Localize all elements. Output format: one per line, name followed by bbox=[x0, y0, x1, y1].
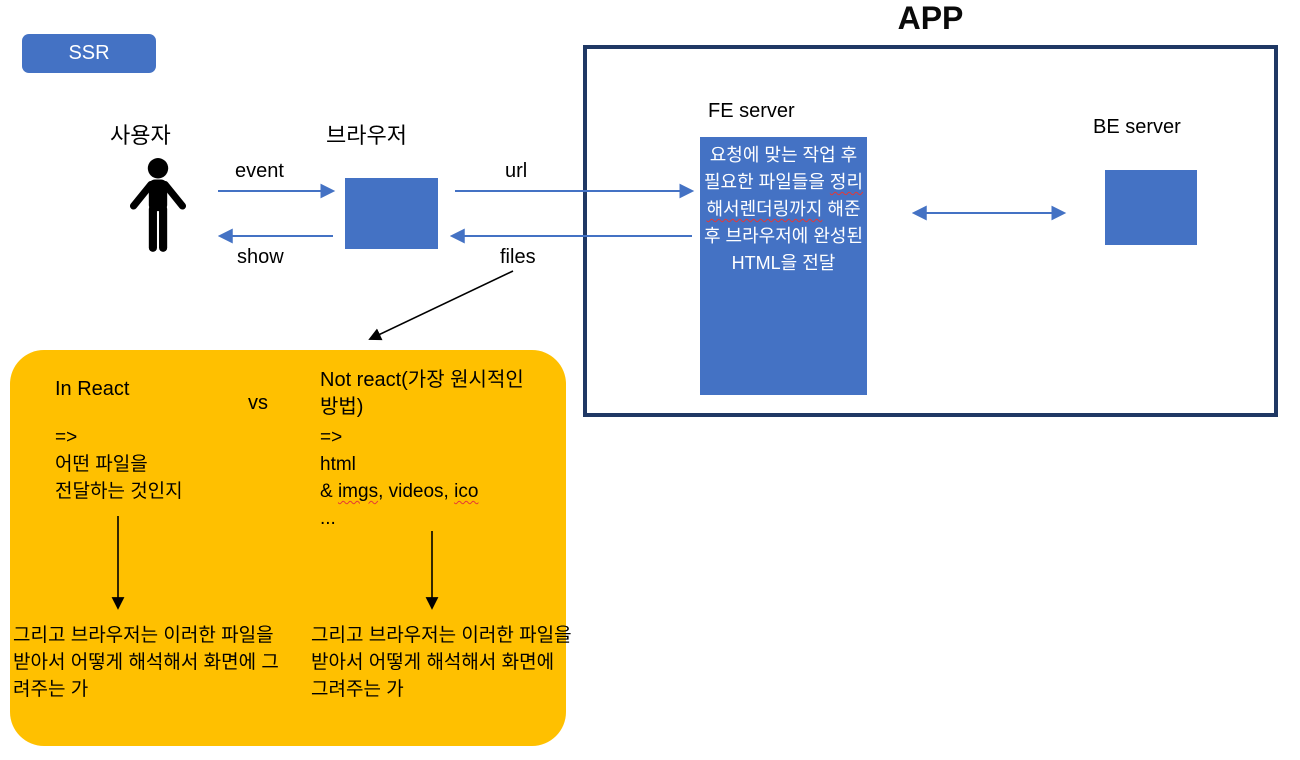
fe-server-text-wavy: 정리해서렌더링까지 bbox=[706, 172, 864, 219]
event-label: event bbox=[235, 160, 284, 182]
ssr-badge: SSR bbox=[22, 34, 156, 73]
app-title: APP bbox=[897, 0, 964, 36]
note-right-bottom-text: 그리고 브라우저는 이러한 파일을 받아서 어떻게 해석해서 화면에 그려주는 … bbox=[311, 625, 572, 700]
note-right-line1: html bbox=[320, 454, 356, 475]
app-frame bbox=[583, 45, 1278, 417]
be-server-box bbox=[1105, 170, 1197, 245]
note-left-arrow-symbol: => bbox=[55, 427, 78, 448]
fe-server-box: 요청에 맞는 작업 후 필요한 파일들을 정리해서렌더링까지 해준 후 브라우저… bbox=[700, 137, 867, 395]
browser-box bbox=[345, 178, 438, 249]
note-left-line1: 어떤 파일을 bbox=[55, 454, 148, 475]
fe-server-text-part1: 요청에 맞는 작업 후 필요한 파일들을 bbox=[703, 145, 858, 192]
person-icon bbox=[118, 156, 198, 263]
note-left-column: => 어떤 파일을 전달하는 것인지 bbox=[55, 424, 255, 505]
files-label: files bbox=[500, 246, 536, 268]
note-right-line2: & imgs, videos, ico bbox=[320, 478, 545, 505]
note-right-line2-part1: & bbox=[320, 481, 338, 502]
note-right-line2-ico: ico bbox=[454, 481, 479, 502]
note-panel bbox=[10, 350, 566, 746]
note-left-title: In React bbox=[55, 378, 130, 400]
be-server-label: BE server bbox=[1093, 116, 1181, 138]
note-right-arrow-symbol: => bbox=[320, 427, 343, 448]
fe-server-label: FE server bbox=[708, 100, 795, 122]
files-to-note-arrow bbox=[368, 270, 514, 341]
note-right-line2-part2: , videos, bbox=[378, 481, 455, 502]
note-right-title: Not react(가장 원시적인 방법) bbox=[320, 369, 524, 418]
browser-label: 브라우저 bbox=[326, 123, 407, 148]
note-right-line2-imgs: imgs bbox=[337, 481, 379, 502]
note-right-column: => html & imgs, videos, ico ... bbox=[320, 424, 545, 532]
fe-server-text-part3: 해준 후 브라우저에 완성된 HTML을 전달 bbox=[703, 199, 864, 273]
note-right-line3: ... bbox=[320, 508, 336, 529]
note-vs-label: vs bbox=[248, 392, 268, 414]
show-label: show bbox=[237, 246, 284, 268]
note-left-line2: 전달하는 것인지 bbox=[55, 481, 183, 502]
ssr-badge-label: SSR bbox=[68, 42, 110, 64]
url-label: url bbox=[505, 160, 528, 182]
note-left-bottom-text: 그리고 브라우저는 이러한 파일을 받아서 어떻게 해석해서 화면에 그려주는 … bbox=[13, 625, 279, 700]
user-label: 사용자 bbox=[110, 123, 171, 148]
